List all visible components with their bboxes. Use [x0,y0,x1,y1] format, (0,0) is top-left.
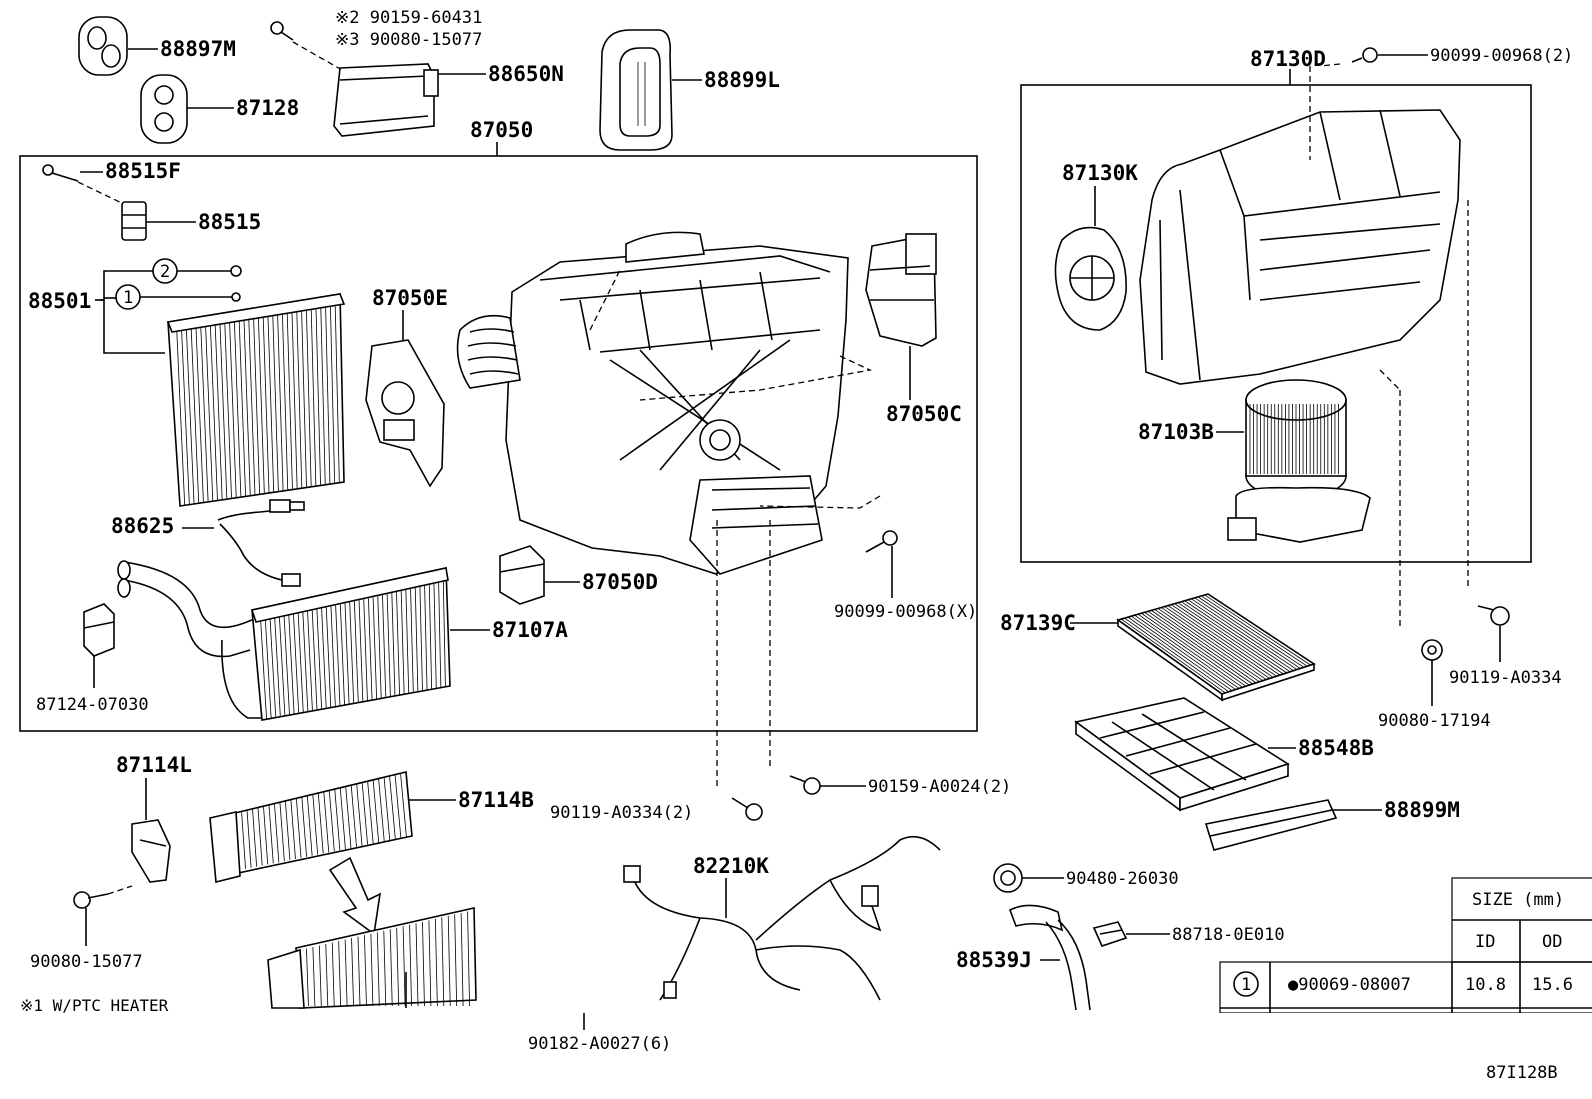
label-90099-00968-X[interactable]: 90099-00968(X) [834,602,977,622]
cabin-filter-87139C[interactable] [1116,593,1316,702]
blower-motor-87103B[interactable] [1227,379,1371,543]
expansion-valve-88515[interactable] [121,201,147,241]
size-table-row-id: 10.8 [1465,975,1506,995]
seal-88899M[interactable] [1204,799,1338,851]
ecu-87050D[interactable] [499,545,545,605]
group-box-87050 [19,155,978,732]
bracket-87114L[interactable] [131,819,171,883]
label-90119-A0334[interactable]: 90119-A0334 [1449,668,1562,688]
label-87050E[interactable]: 87050E [372,286,448,310]
evaporator-88501[interactable] [166,293,346,507]
grommet-88897M[interactable] [78,16,128,76]
label-88548B[interactable]: 88548B [1298,736,1374,760]
duct-seal-88899L[interactable] [599,29,673,151]
o-ring-icon-1 [231,292,241,302]
size-table-row-circle [1233,971,1259,997]
screw-icon-90119-A0334 [1477,605,1510,626]
label-88625[interactable]: 88625 [111,514,174,538]
label-90080-17194[interactable]: 90080-17194 [1378,711,1491,731]
blower-case-87130D[interactable] [1139,109,1461,385]
label-88899M[interactable]: 88899M [1384,798,1460,822]
label-87114B[interactable]: 87114B [458,788,534,812]
ptc-heater-detail [267,907,477,1009]
label-87050C[interactable]: 87050C [886,402,962,426]
blower-cover-87130K[interactable] [1054,226,1127,331]
label-88515[interactable]: 88515 [198,210,261,234]
bolt-icon-90080-15077 [73,891,109,909]
footnote-ptc-heater: ※1 W/PTC HEATER [20,996,169,1015]
label-88897M[interactable]: 88897M [160,37,236,61]
size-table-row-part[interactable]: ●90069-08007 [1288,975,1411,995]
size-table-row-key: 1 [1241,975,1251,995]
label-87050D[interactable]: 87050D [582,570,658,594]
size-table-col-od: OD [1542,932,1562,952]
label-87128[interactable]: 87128 [236,96,299,120]
wire-harness-82210K[interactable] [623,835,941,1001]
callout-1-text[interactable]: 1 [123,288,133,308]
screw-icon-90099-00968-2 [1351,47,1378,63]
size-table-row-od: 15.6 [1532,975,1573,995]
size-table-title: SIZE (mm) [1472,890,1564,910]
note-90159-60431[interactable]: ※2 90159-60431 [335,8,482,28]
screw-icon-90119-A0334-2 [731,797,763,821]
bolt-icon-90159-60431 [270,21,294,41]
size-table-col-id: ID [1475,932,1495,952]
clip-87124-07030[interactable] [83,603,115,657]
label-87139C[interactable]: 87139C [1000,611,1076,635]
screw-icon-90159-A0024-2 [789,775,821,795]
crop-mask [0,1013,1592,1099]
callout-2-text[interactable]: 2 [160,262,170,282]
label-90080-15077[interactable]: 90080-15077 [30,952,143,972]
grommet-87128[interactable] [140,74,188,144]
label-88650N[interactable]: 88650N [488,62,564,86]
label-88501[interactable]: 88501 [28,289,91,313]
washer-icon-90080-17194 [1421,639,1443,661]
label-90119-A0334-2[interactable]: 90119-A0334(2) [550,803,693,823]
label-82210K[interactable]: 82210K [693,854,769,878]
size-table [1219,877,1592,1014]
bolt-icon-88515F [42,164,79,182]
arrow-down-icon [328,856,382,936]
label-87130D[interactable]: 87130D [1250,47,1326,71]
label-88899L[interactable]: 88899L [704,68,780,92]
label-88718-0E010[interactable]: 88718-0E010 [1172,925,1285,945]
label-87114L[interactable]: 87114L [116,753,192,777]
servo-87050E[interactable] [365,339,445,488]
filter-frame-88548B[interactable] [1074,697,1290,812]
grommet-icon-90480-26030 [993,863,1023,893]
label-87107A[interactable]: 87107A [492,618,568,642]
group-box-87130D [1020,84,1532,563]
label-90159-A0024-2[interactable]: 90159-A0024(2) [868,777,1011,797]
screw-icon-90099-00968-X [865,530,898,553]
label-90182[interactable]: 90182-A0027(6) [528,1034,671,1054]
ecu-88650N[interactable] [333,63,439,137]
label-88539J[interactable]: 88539J [956,948,1032,972]
heater-core-87107A[interactable] [117,560,451,721]
label-87050[interactable]: 87050 [470,118,533,142]
servo-87050C[interactable] [865,233,937,347]
o-ring-icon-2 [230,265,242,277]
thermistor-88625[interactable] [217,499,305,587]
figure-id: 87I128B [1486,1063,1558,1083]
label-87124-07030[interactable]: 87124-07030 [36,695,149,715]
note-90080-15077[interactable]: ※3 90080-15077 [335,30,482,50]
label-87130K[interactable]: 87130K [1062,161,1138,185]
hose-88539J[interactable] [1008,904,1091,1011]
hvac-unit-87050[interactable] [456,231,849,575]
label-87103B[interactable]: 87103B [1138,420,1214,444]
ptc-heater-87114B[interactable] [209,771,413,884]
label-90099-00968-2[interactable]: 90099-00968(2) [1430,46,1573,66]
sensor-88718-0E010[interactable] [1092,921,1128,947]
label-90480-26030[interactable]: 90480-26030 [1066,869,1179,889]
label-88515F[interactable]: 88515F [105,159,181,183]
